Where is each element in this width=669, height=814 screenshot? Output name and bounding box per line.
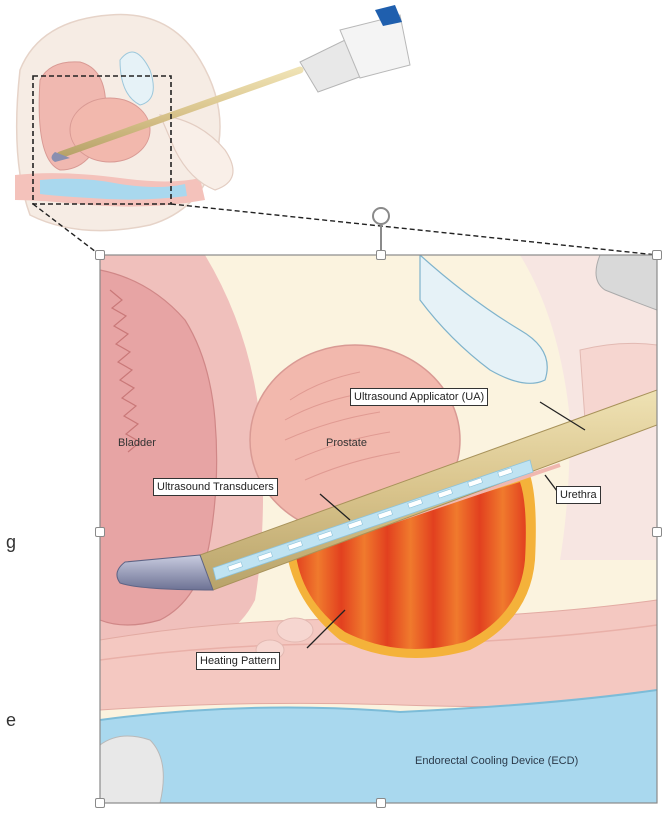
heating-pattern-callout: Heating Pattern	[196, 652, 280, 670]
detail-view	[100, 255, 657, 803]
prostate-label: Prostate	[326, 437, 367, 449]
endorectal-cooling-device-label: Endorectal Cooling Device (ECD)	[415, 755, 578, 767]
ultrasound-transducers-callout: Ultrasound Transducers	[153, 478, 278, 496]
overview-illustration	[15, 5, 410, 231]
rotate-handle-icon[interactable]	[372, 207, 390, 225]
bladder-label: Bladder	[118, 437, 156, 449]
selection-handle-icon[interactable]	[95, 798, 105, 808]
side-text-fragment: e	[6, 710, 16, 731]
selection-handle-icon[interactable]	[95, 250, 105, 260]
selection-handle-icon[interactable]	[376, 250, 386, 260]
selection-handle-icon[interactable]	[95, 527, 105, 537]
rotate-handle-stem	[380, 225, 382, 250]
urethra-callout: Urethra	[556, 486, 601, 504]
selection-handle-icon[interactable]	[652, 250, 662, 260]
selection-handle-icon[interactable]	[652, 527, 662, 537]
selection-handle-icon[interactable]	[376, 798, 386, 808]
side-text-fragment: g	[6, 532, 16, 553]
ultrasound-applicator-callout: Ultrasound Applicator (UA)	[350, 388, 488, 406]
